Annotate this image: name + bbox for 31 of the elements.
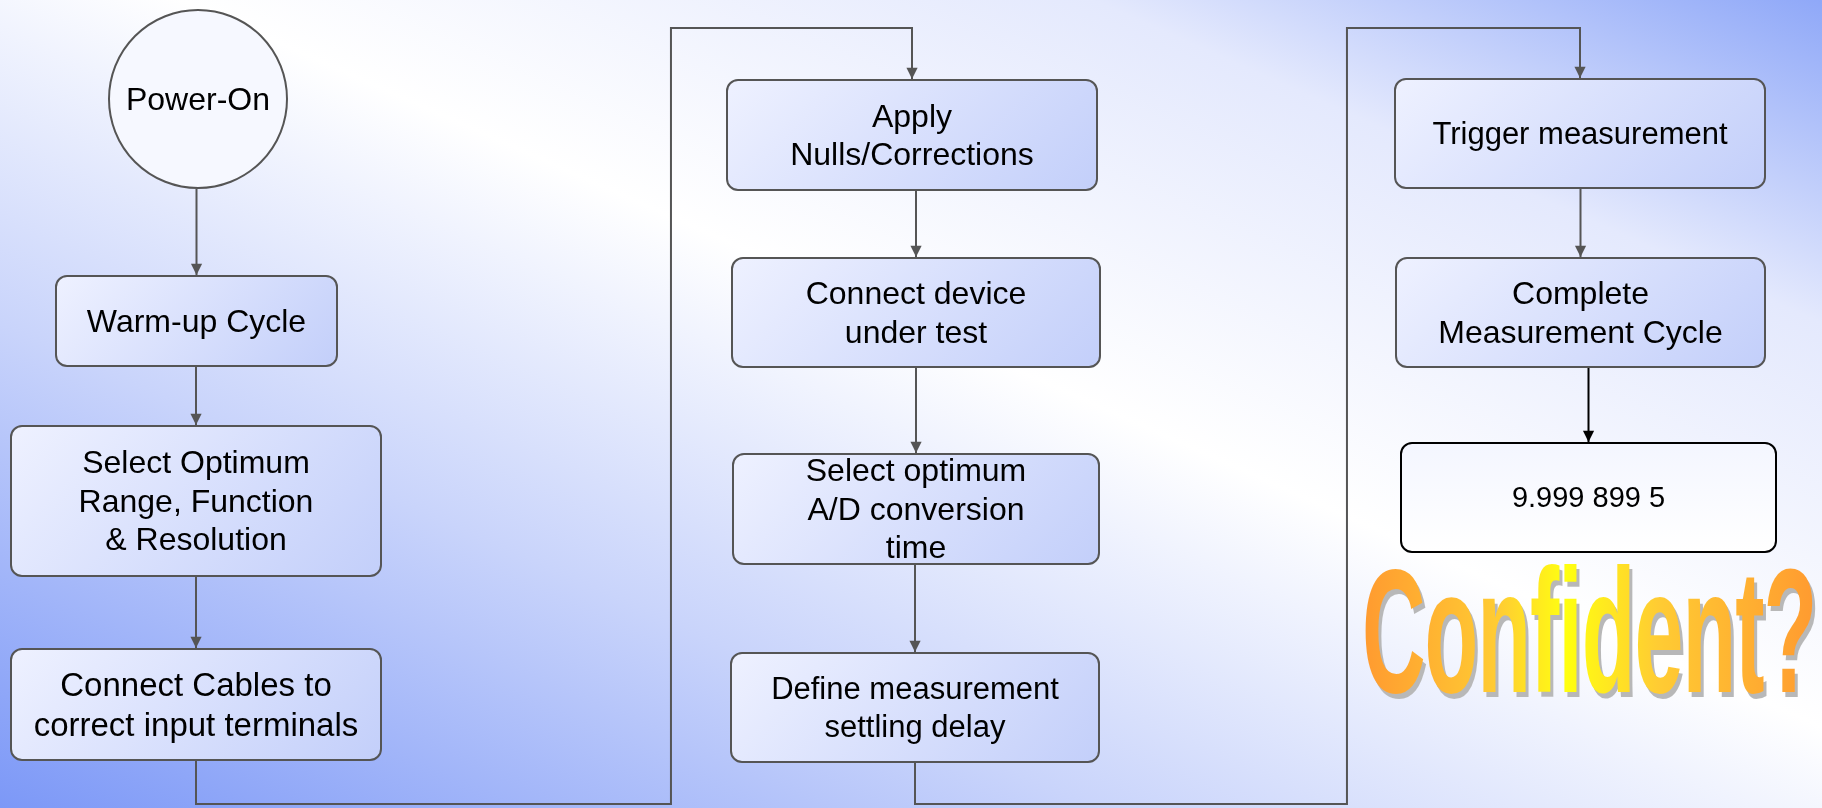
arrow: [190, 188, 203, 276]
process-box: [10, 425, 382, 577]
arrow: [190, 366, 202, 426]
arrow: [1582, 367, 1595, 443]
node-label: Define measurement settling delay: [770, 670, 1060, 745]
arrow: [1574, 188, 1587, 258]
arrow: [914, 27, 1586, 805]
node-label: Trigger measurement: [1432, 114, 1728, 153]
node-label: Select Optimum Range, Function & Resolution: [77, 443, 315, 559]
process-box: [1395, 257, 1766, 368]
node-label: Complete Measurement Cycle: [1437, 274, 1724, 351]
node-label: Select optimum A/D conversion time: [804, 451, 1028, 567]
node-label: 9.999 899 5: [1511, 480, 1666, 515]
result-box: [1400, 442, 1777, 553]
process-box: [731, 257, 1101, 368]
node-label: Connect Cables to correct input terminals: [32, 664, 360, 745]
process-box: [55, 275, 338, 367]
process-box: [10, 648, 382, 761]
process-box: [726, 79, 1098, 191]
arrow: [190, 576, 202, 649]
arrow: [910, 367, 922, 454]
arrow: [909, 564, 921, 653]
arrow: [195, 27, 918, 805]
node-label: Apply Nulls/Corrections: [789, 96, 1035, 174]
arrow: [910, 190, 922, 258]
node-label: Connect device under test: [804, 274, 1028, 351]
process-box: [730, 652, 1100, 763]
node-label: Warm-up Cycle: [86, 301, 307, 341]
process-box: [732, 453, 1100, 565]
process-box: [1394, 78, 1766, 189]
node-label: Power-On: [125, 79, 270, 119]
